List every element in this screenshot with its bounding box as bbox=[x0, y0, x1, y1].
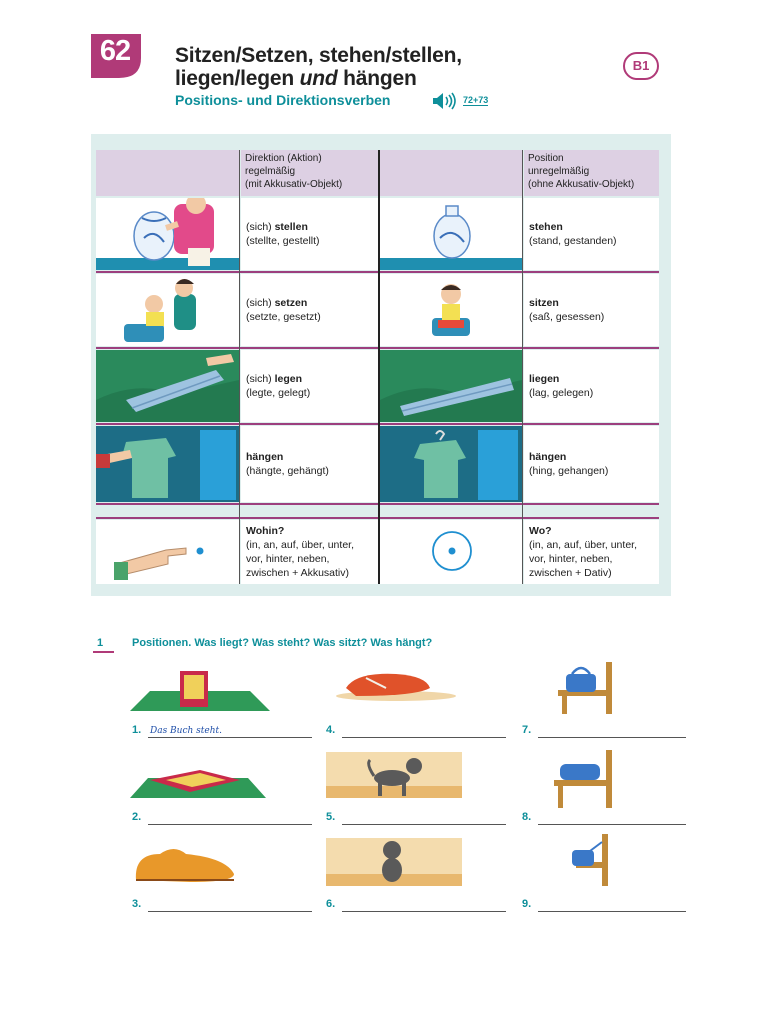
exercise-title: Positionen. Was liegt? Was steht? Was si… bbox=[132, 637, 433, 649]
answer-number-4: 4. bbox=[326, 724, 336, 736]
bag-hanging-on-chair-icon bbox=[572, 834, 608, 886]
child-seating-icon bbox=[96, 274, 239, 346]
page-title: Sitzen/Setzen, stehen/stellen, liegen/le… bbox=[175, 44, 462, 90]
jeans-laying-icon bbox=[96, 350, 239, 422]
answer-line-1[interactable] bbox=[148, 737, 312, 738]
verb-sitzen: sitzen (saß, gesessen) bbox=[524, 274, 659, 346]
direction-header: Direktion (Aktion) regelmäßig (mit Akkus… bbox=[241, 150, 378, 196]
dog-standing-icon bbox=[326, 752, 462, 798]
verb-setzen: (sich) setzen (setzte, gesetzt) bbox=[241, 274, 378, 346]
exercise-number-underline bbox=[93, 651, 114, 653]
answer-line-9[interactable] bbox=[538, 911, 686, 912]
answer-number-5: 5. bbox=[326, 811, 336, 823]
verb-haengen-pos: hängen (hing, gehangen) bbox=[524, 426, 659, 502]
book-standing-icon bbox=[130, 671, 270, 711]
verb-liegen: liegen (lag, gelegen) bbox=[524, 350, 659, 422]
answer-number-6: 6. bbox=[326, 898, 336, 910]
column-divider-main bbox=[378, 150, 380, 584]
answer-line-4[interactable] bbox=[342, 737, 506, 738]
answer-line-3[interactable] bbox=[148, 911, 312, 912]
row-divider bbox=[96, 517, 659, 519]
jeans-lying-icon bbox=[380, 350, 522, 422]
audio-track-link[interactable]: 72+73 bbox=[463, 95, 489, 106]
speaker-icon[interactable] bbox=[432, 92, 458, 110]
verb-legen: (sich) legen (legte, gelegt) bbox=[241, 350, 378, 422]
unit-number: 62 bbox=[99, 35, 131, 67]
page-subtitle: Positions- und Direktionsverben bbox=[175, 92, 391, 108]
answer-text-1[interactable]: Das Buch steht. bbox=[150, 726, 223, 736]
answer-line-5[interactable] bbox=[342, 824, 506, 825]
child-sitting-icon bbox=[380, 274, 522, 346]
header-cell-blank-2 bbox=[380, 150, 522, 196]
header-cell-blank-1 bbox=[96, 150, 239, 196]
title-line-1: Sitzen/Setzen, stehen/stellen, bbox=[175, 44, 462, 67]
vase-placing-icon bbox=[96, 198, 239, 270]
answer-number-7: 7. bbox=[522, 724, 532, 736]
answer-line-6[interactable] bbox=[342, 911, 506, 912]
answer-number-3: 3. bbox=[132, 898, 142, 910]
column-divider bbox=[239, 150, 240, 584]
shirt-hanging-up-icon bbox=[96, 426, 239, 502]
column-divider bbox=[522, 150, 523, 584]
position-header: Position unregelmäßig (ohne Akkusativ-Ob… bbox=[524, 150, 659, 196]
dot-in-circle-icon bbox=[380, 520, 522, 584]
verb-stellen: (sich) stellen (stellte, gestellt) bbox=[241, 198, 378, 270]
shoe-lying-icon bbox=[336, 673, 456, 701]
answer-line-7[interactable] bbox=[538, 737, 686, 738]
answer-number-2: 2. bbox=[132, 811, 142, 823]
bag-on-chair-icon bbox=[558, 662, 612, 714]
question-wohin: Wohin? (in, an, auf, über, unter, vor, h… bbox=[241, 520, 378, 584]
level-badge: B1 bbox=[623, 52, 659, 80]
title-line-2: liegen/legen und hängen bbox=[175, 67, 417, 90]
answer-number-1: 1. bbox=[132, 724, 142, 736]
dog-sitting-icon bbox=[326, 838, 462, 886]
answer-line-8[interactable] bbox=[538, 824, 686, 825]
row-divider bbox=[96, 423, 659, 425]
question-wo: Wo? (in, an, auf, über, unter, vor, hint… bbox=[524, 520, 659, 584]
answer-number-9: 9. bbox=[522, 898, 532, 910]
row-divider bbox=[96, 271, 659, 273]
exercise-number: 1 bbox=[97, 637, 104, 649]
row-divider bbox=[96, 347, 659, 349]
book-lying-icon bbox=[130, 770, 266, 798]
answer-line-2[interactable] bbox=[148, 824, 312, 825]
sweater-on-chair-icon bbox=[554, 750, 612, 808]
vase-standing-icon bbox=[380, 198, 522, 270]
pointing-hand-icon bbox=[96, 520, 239, 584]
shirt-hanging-icon bbox=[380, 426, 522, 502]
shoe-standing-icon bbox=[135, 849, 234, 882]
row-divider bbox=[96, 503, 659, 505]
unit-badge-icon bbox=[91, 34, 141, 78]
verb-haengen-dir: hängen (hängte, gehängt) bbox=[241, 426, 378, 502]
verb-stehen: stehen (stand, gestanden) bbox=[524, 198, 659, 270]
answer-number-8: 8. bbox=[522, 811, 532, 823]
